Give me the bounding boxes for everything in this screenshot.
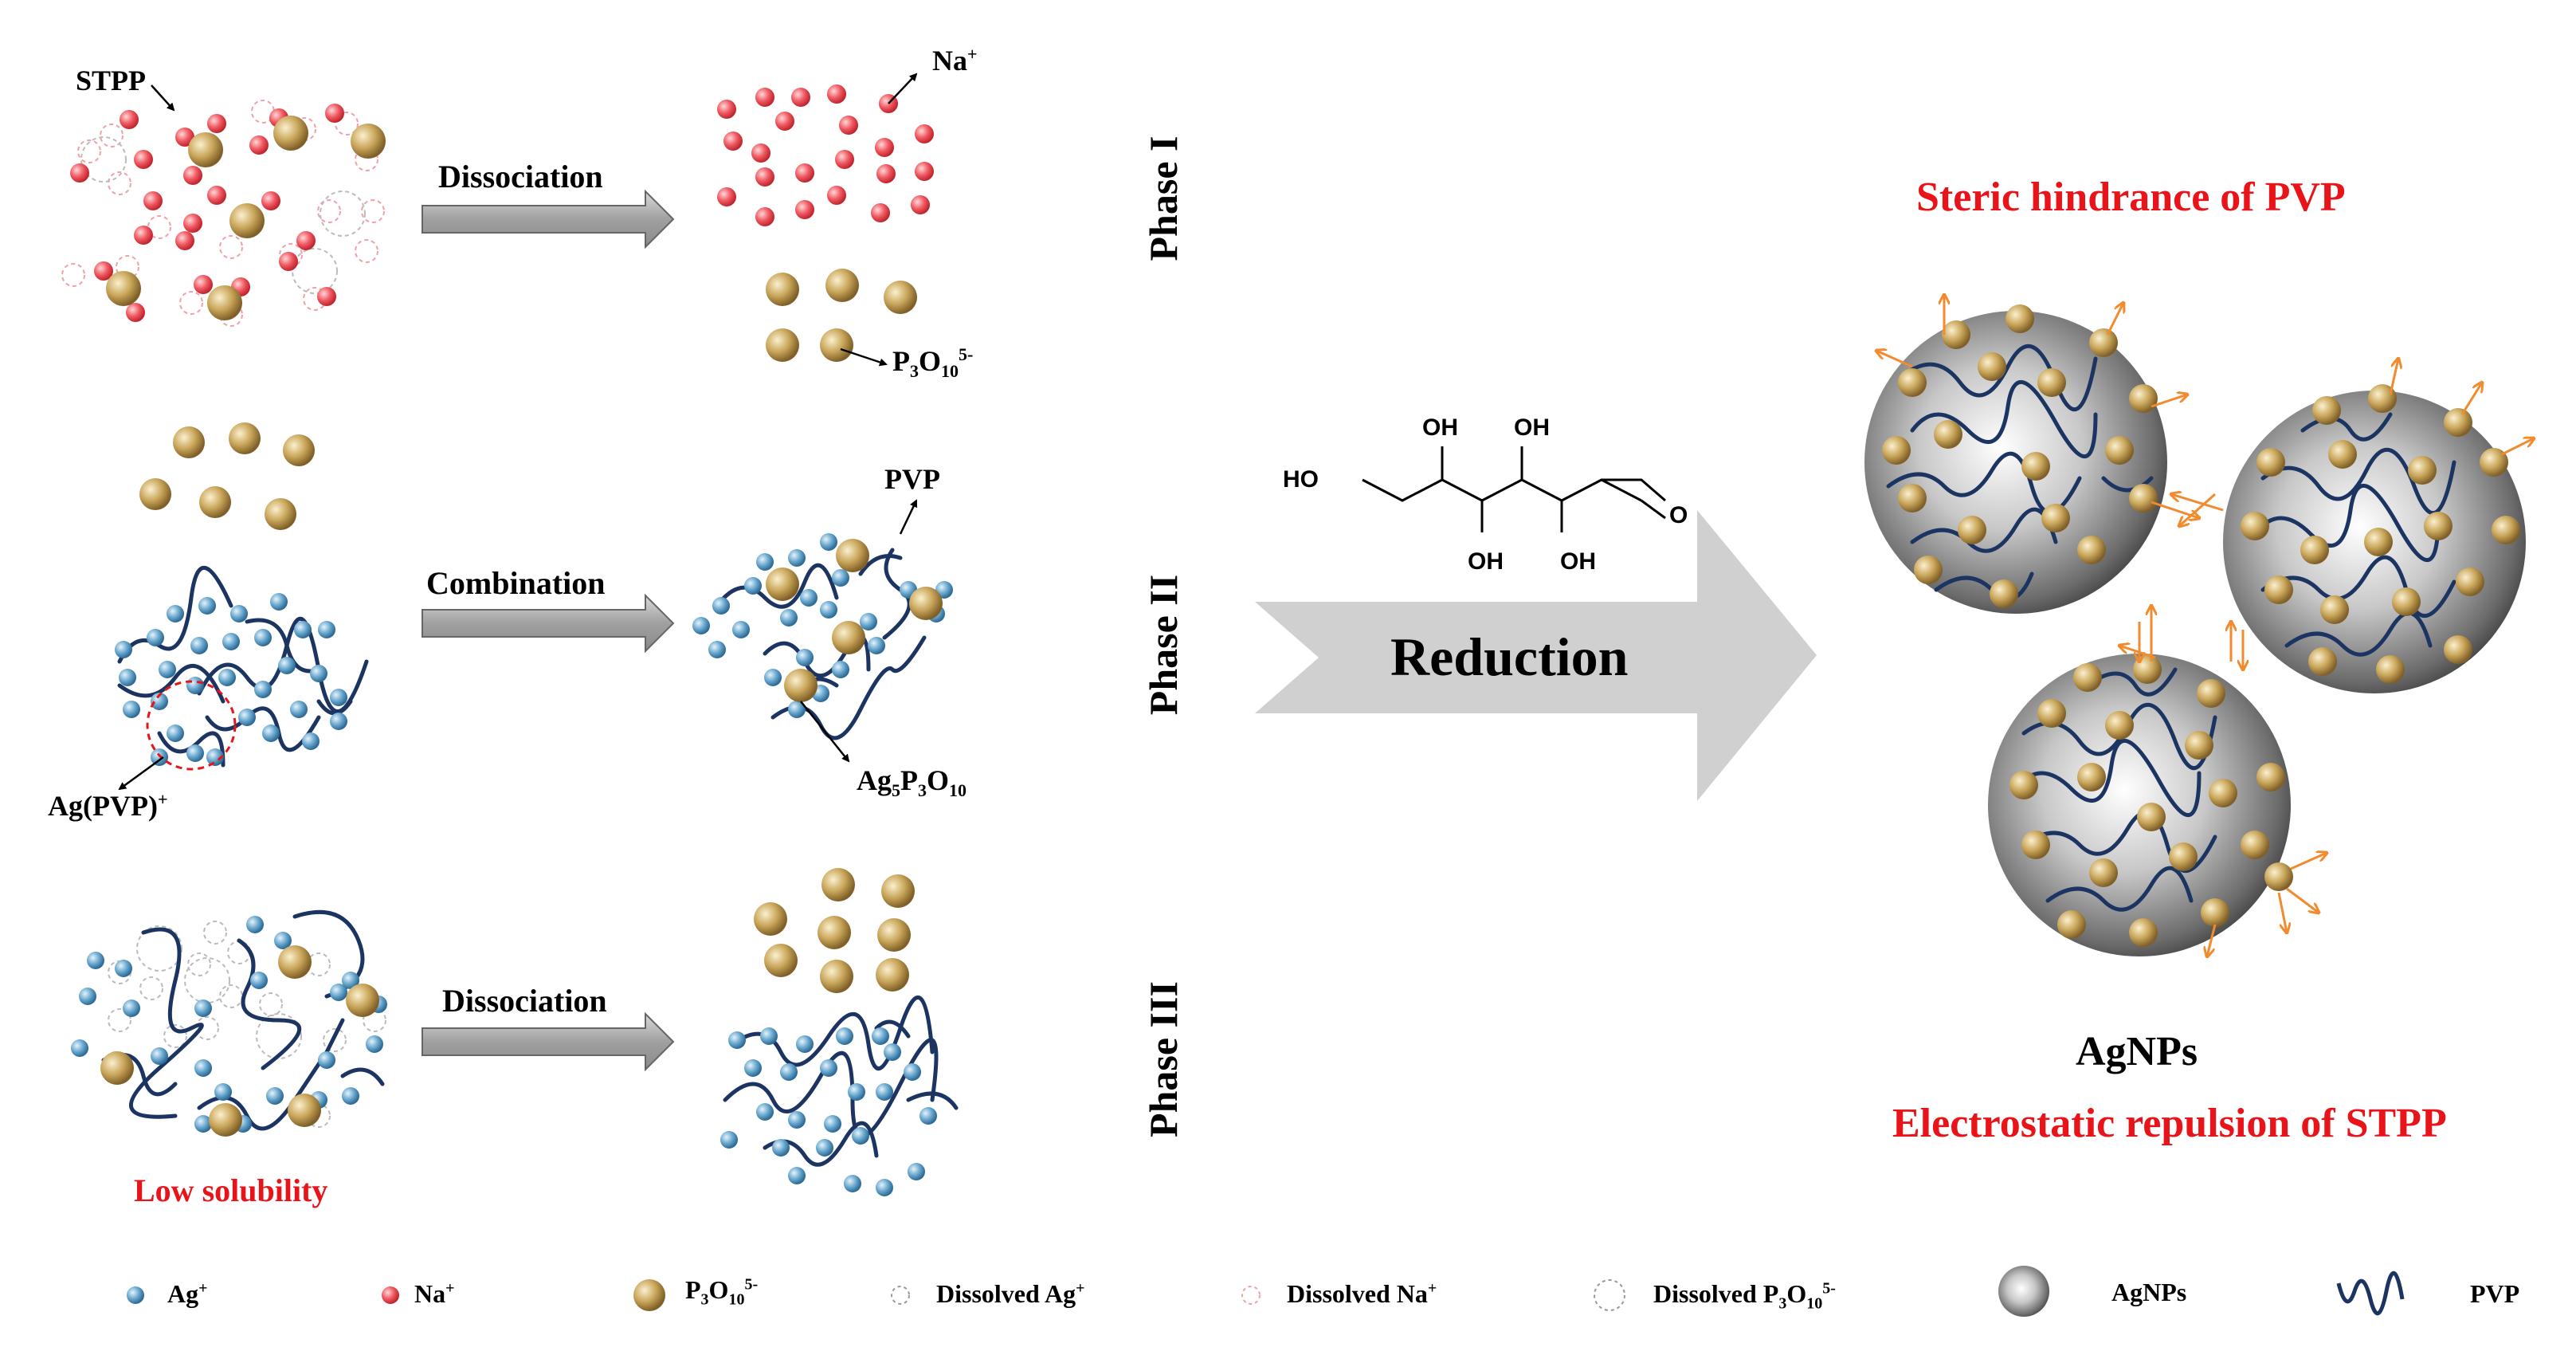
na-label: Na+ bbox=[932, 44, 978, 77]
phase-3-left-cluster bbox=[71, 909, 387, 1137]
agnps-label: AgNPs bbox=[2076, 1029, 2198, 1074]
oh-label-1: OH bbox=[1422, 414, 1458, 441]
agpvp-label: Ag(PVP)+ bbox=[48, 789, 168, 822]
legend-symbols bbox=[127, 1266, 2405, 1317]
combination-arrow bbox=[421, 593, 675, 654]
legend-dissolved-p3o10: Dissolved P3O105- bbox=[1653, 1279, 1836, 1313]
pvp-label: PVP bbox=[884, 463, 940, 495]
phase-1-left-cluster bbox=[61, 100, 386, 327]
legend-na: Na+ bbox=[414, 1279, 455, 1308]
legend-dissolved-na: Dissolved Na+ bbox=[1287, 1279, 1437, 1308]
electrostatic-label: Electrostatic repulsion of STPP bbox=[1892, 1101, 2447, 1146]
phase-3-label: Phase III bbox=[1141, 981, 1186, 1137]
phase-1-label: Phase I bbox=[1141, 135, 1186, 261]
phase-2-p3o10-group bbox=[139, 422, 315, 530]
p3o10-label: P3O105- bbox=[892, 344, 974, 382]
low-solubility-label: Low solubility bbox=[134, 1172, 328, 1208]
combination-label: Combination bbox=[426, 565, 606, 601]
ag5p3o10-label: Ag5P3O10 bbox=[857, 764, 967, 801]
stpp-label: STPP bbox=[76, 65, 147, 96]
phase-2-left-ag-pvp bbox=[115, 566, 369, 771]
ho-label: HO bbox=[1283, 466, 1319, 493]
reduction-label: Reduction bbox=[1390, 626, 1629, 687]
oh-label-2: OH bbox=[1514, 414, 1550, 441]
legend-agnps: AgNPs bbox=[2111, 1278, 2187, 1306]
oh-label-4: OH bbox=[1560, 548, 1596, 575]
legend-p3o10: P3O105- bbox=[685, 1275, 759, 1309]
phase-2-right-ag5p3o10 bbox=[692, 533, 953, 740]
phase-2-label: Phase II bbox=[1141, 574, 1186, 716]
legend-pvp: PVP bbox=[2470, 1279, 2520, 1308]
phase-1-right-products bbox=[717, 84, 934, 362]
dissociation-arrow-1 bbox=[421, 189, 675, 249]
reduction-arrow bbox=[1255, 510, 1817, 801]
o-label: O bbox=[1669, 502, 1688, 528]
oh-label-3: OH bbox=[1468, 548, 1504, 575]
glucose-structure bbox=[1362, 446, 1666, 532]
legend-dissolved-ag: Dissolved Ag+ bbox=[936, 1279, 1085, 1308]
dissociation-label-3: Dissociation bbox=[442, 983, 607, 1019]
dissociation-arrow-3 bbox=[421, 1011, 675, 1072]
steric-hindrance-label: Steric hindrance of PVP bbox=[1916, 175, 2346, 220]
dissociation-label-1: Dissociation bbox=[438, 159, 603, 194]
agnp-cluster bbox=[1864, 295, 2534, 956]
phase-3-right-products bbox=[720, 868, 959, 1196]
legend-ag: Ag+ bbox=[167, 1279, 208, 1308]
